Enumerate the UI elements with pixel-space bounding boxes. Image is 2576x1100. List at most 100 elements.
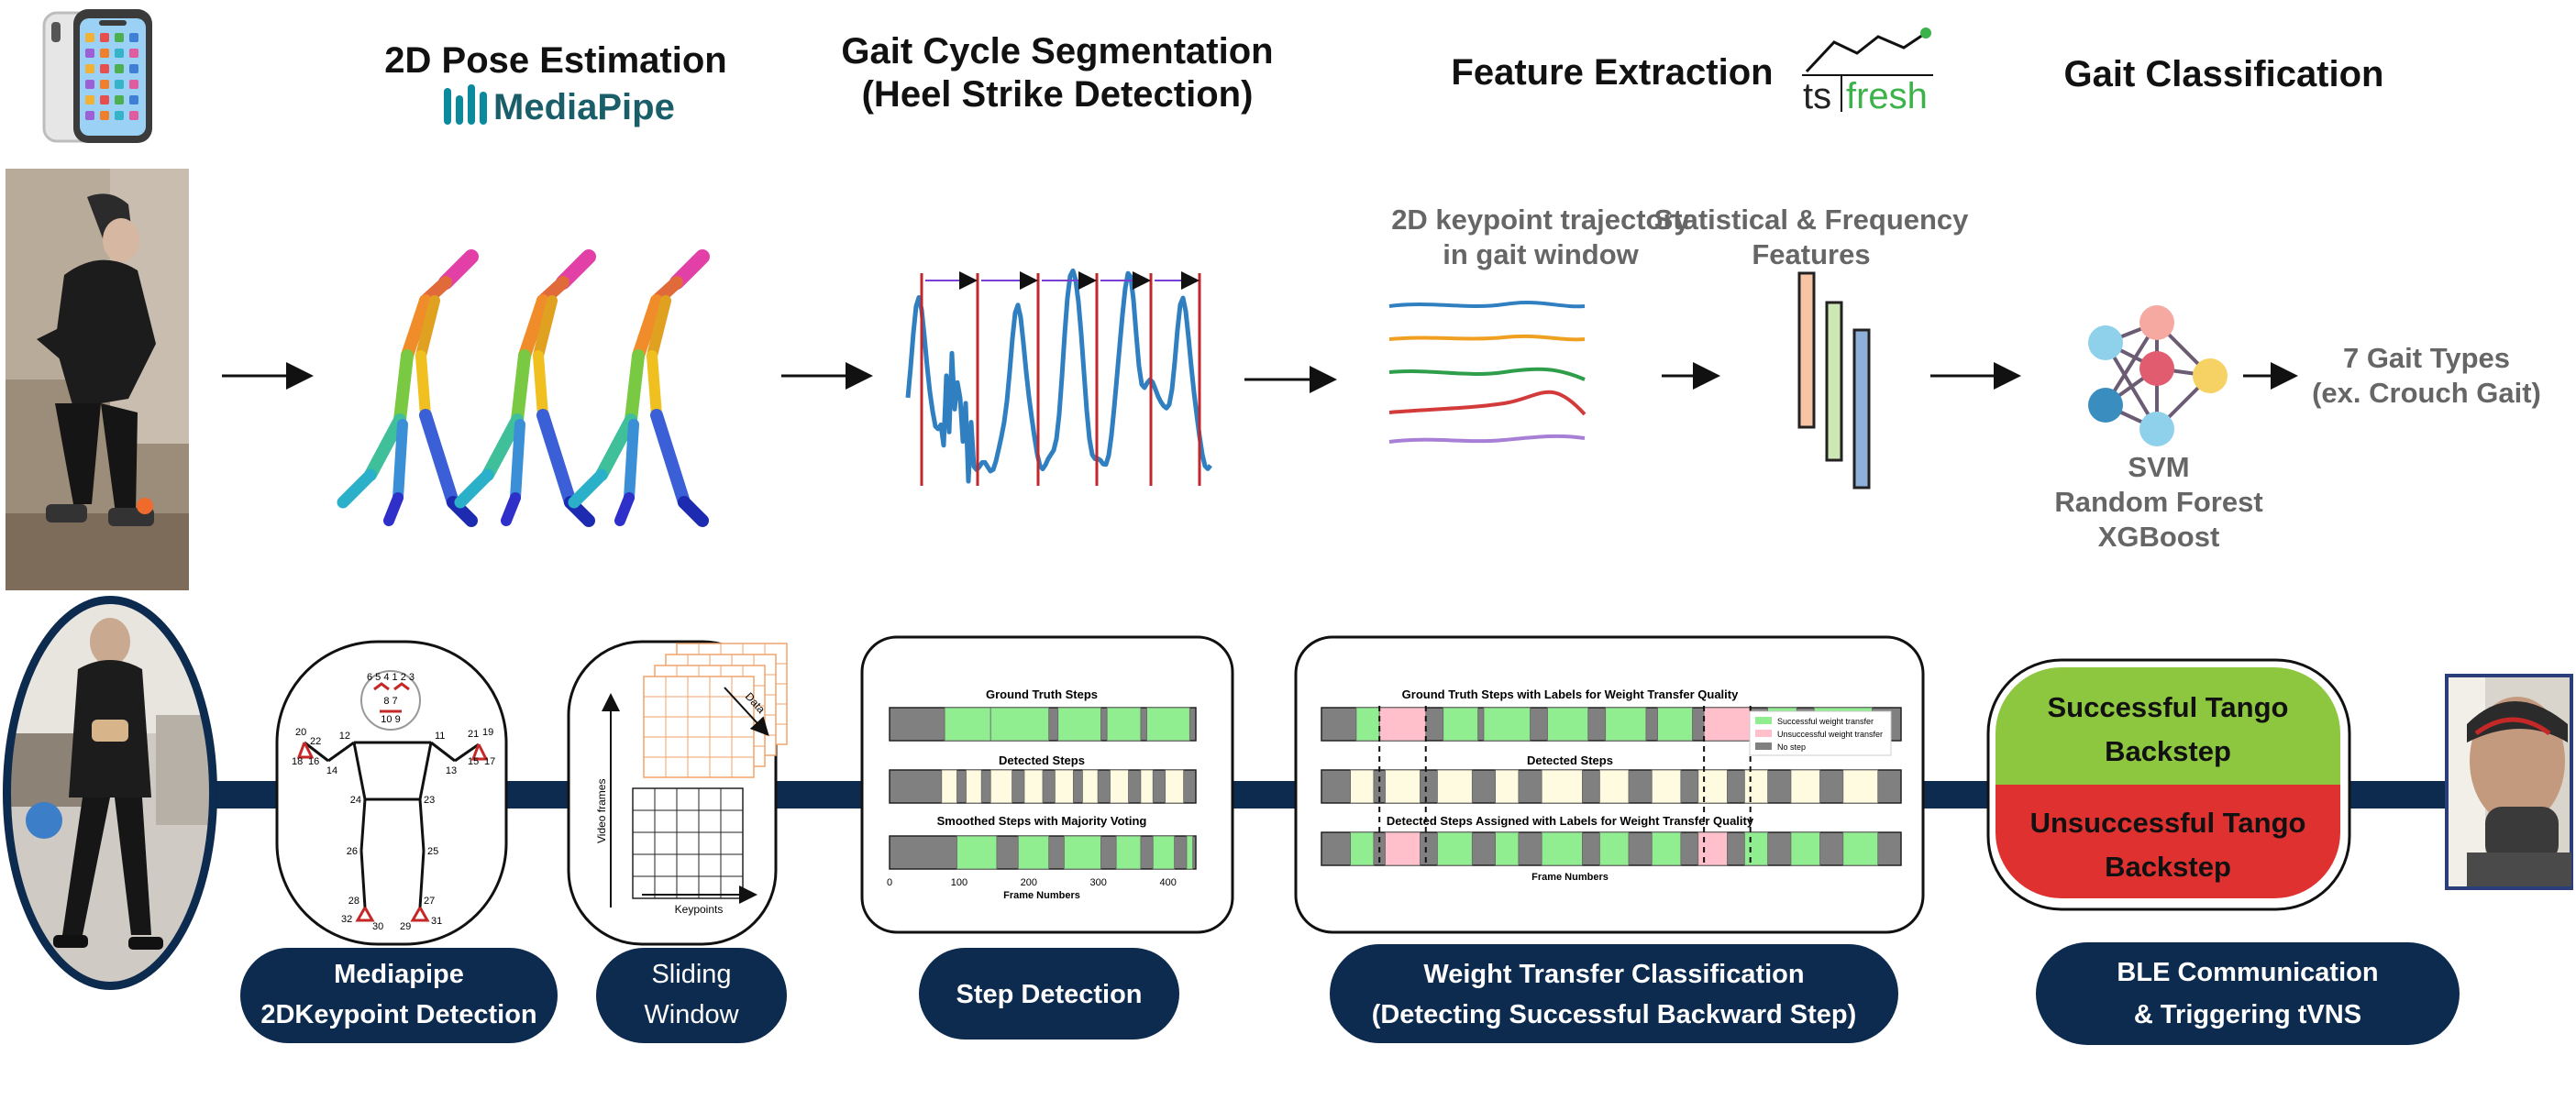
success-label-line2: Backstep: [2105, 735, 2231, 767]
step-segment: [1541, 769, 1583, 804]
fail-panel: [1996, 785, 2340, 898]
kp-ankle-left-3: 30: [372, 921, 383, 932]
office-walking-photo: [3, 596, 217, 990]
model-xgboost: XGBoost: [2098, 521, 2220, 553]
step-segment: [1790, 831, 1820, 866]
app-tile-icon: [85, 49, 94, 58]
step-segment: [1743, 831, 1769, 866]
limb-segment: [501, 492, 521, 526]
kp-elbow-left: 14: [326, 765, 337, 776]
kp-face-mid: 8 7: [383, 696, 397, 707]
heel-strike-signal-plot: [905, 268, 1212, 486]
step-segment: [1483, 707, 1531, 742]
app-tile-icon: [115, 80, 124, 89]
mediapipe-logo: MediaPipe: [444, 84, 675, 127]
step-segment: [1146, 707, 1190, 742]
step-segment: [1017, 835, 1050, 870]
app-tile-icon: [85, 33, 94, 42]
step-strip: [1321, 831, 1902, 866]
smartphone-icon: [42, 9, 152, 143]
step-segment: [1598, 831, 1630, 866]
gait-segmentation-title: Gait Cycle Segmentation: [841, 31, 1273, 72]
limb-segment: [678, 496, 709, 527]
step-segment: [1842, 831, 1879, 866]
limb-segment: [568, 468, 608, 509]
app-tile-icon: [115, 33, 124, 42]
weight-chart-title-1: Ground Truth Steps with Labels for Weigh…: [1402, 688, 1739, 701]
step-segment: [1350, 831, 1375, 866]
step-chart-xlabel: Frame Numbers: [1003, 890, 1080, 901]
limb-segment: [518, 294, 549, 362]
classifier-network-icon: [2088, 305, 2228, 446]
limb-segment: [614, 492, 635, 526]
step-segment: [956, 835, 998, 870]
pose-skeleton-figure: [337, 249, 479, 527]
limb-segment: [415, 295, 440, 361]
limb-segment: [364, 413, 406, 481]
kp-hand-right-4: 17: [484, 756, 495, 767]
step-segment: [1385, 831, 1421, 866]
step-segment: [1651, 769, 1682, 804]
step-segment: [1140, 769, 1154, 804]
step-detection-box: Ground Truth Steps Detected Steps Smooth…: [860, 635, 1234, 934]
step-segment: [1106, 707, 1142, 742]
pill-mediapipe-line1: Mediapipe: [334, 960, 464, 989]
step-strip: [889, 769, 1197, 804]
limb-segment: [647, 295, 671, 361]
limb-segment: [595, 413, 637, 481]
app-tile-icon: [100, 95, 109, 104]
weight-transfer-box: Ground Truth Steps with Labels for Weigh…: [1294, 635, 1925, 934]
kp-ankle-right-2: 29: [400, 921, 411, 932]
pill-mediapipe: Mediapipe 2DKeypoint Detection: [240, 948, 558, 1043]
step-strip: [889, 835, 1197, 870]
features-label-line2: Features: [1752, 238, 1870, 270]
success-label-line1: Successful Tango: [2048, 691, 2289, 723]
kp-hand-left-4: 22: [310, 736, 321, 747]
pill-sliding-window: Sliding Window: [596, 948, 787, 1043]
step-segment: [941, 769, 957, 804]
tango-result-box: Successful Tango Backstep Unsuccessful T…: [1986, 658, 2351, 911]
pill-ble-line2: & Triggering tVNS: [2134, 1000, 2361, 1029]
kp-hip-right: 23: [424, 795, 435, 806]
tsfresh-fresh-text: fresh: [1846, 76, 1928, 116]
sliding-axis-x: Keypoints: [675, 903, 724, 916]
step-segment: [1495, 769, 1520, 804]
step-chart-title-1: Ground Truth Steps: [986, 688, 1098, 701]
pill-ble-line1: BLE Communication: [2117, 958, 2378, 987]
step-segment: [1790, 769, 1820, 804]
limb-segment: [533, 295, 558, 361]
legend-no-step: No step: [1777, 742, 1806, 752]
app-tile-icon: [115, 49, 124, 58]
success-panel: [1996, 666, 2340, 785]
kp-hip-left: 24: [350, 795, 361, 806]
app-tile-icon: [129, 95, 138, 104]
step-segment: [1152, 835, 1176, 870]
app-tile-icon: [85, 95, 94, 104]
step-segment: [1057, 707, 1101, 742]
limb-segment: [625, 349, 645, 426]
limb-segment: [415, 350, 431, 421]
kp-hand-left-2: 18: [292, 756, 303, 767]
step-segment: [944, 707, 991, 742]
app-tile-icon: [85, 64, 94, 73]
step-segment: [1657, 707, 1693, 742]
step-segment: [989, 769, 1012, 804]
step-strip: [889, 707, 1197, 742]
app-tile-icon: [115, 64, 124, 73]
pill-mediapipe-line2: 2DKeypoint Detection: [260, 1000, 536, 1029]
app-tile-icon: [129, 64, 138, 73]
kp-ankle-left-2: 32: [341, 914, 352, 925]
limb-segment: [624, 419, 639, 503]
step-segment: [1165, 769, 1185, 804]
step-segment: [1110, 769, 1129, 804]
feature-vector-bars: [1797, 271, 1871, 490]
step-strip: [1321, 769, 1902, 804]
app-tile-icon: [100, 80, 109, 89]
legend-unsuccessful: Unsuccessful weight transfer: [1777, 730, 1883, 739]
pill-weight-line2: (Detecting Successful Backward Step): [1372, 1000, 1857, 1029]
limb-segment: [632, 294, 663, 362]
pill-weight-transfer: Weight Transfer Classification (Detectin…: [1330, 944, 1898, 1043]
sliding-axis-y: Video frames: [595, 779, 608, 843]
pill-ble: BLE Communication & Triggering tVNS: [2036, 942, 2460, 1045]
limb-segment: [650, 409, 691, 509]
